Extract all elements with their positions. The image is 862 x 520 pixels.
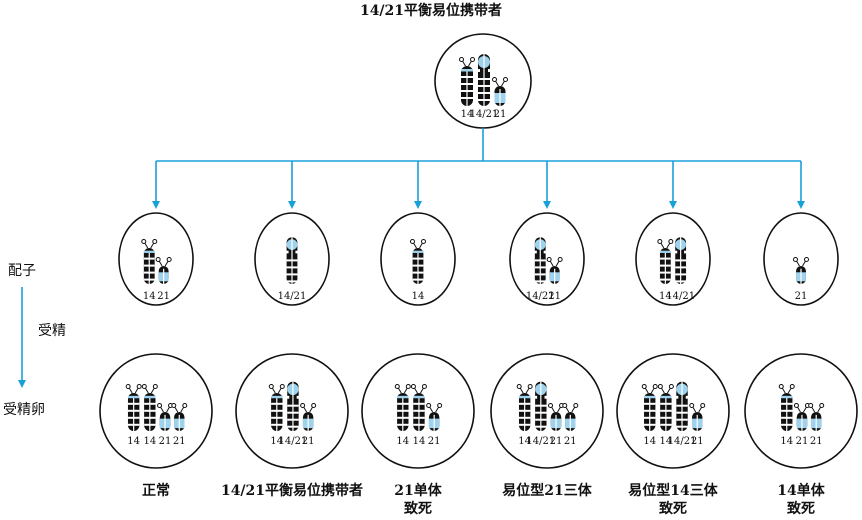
chromosome-label: 14/21 [278, 291, 307, 302]
chromosome-label: 14 [270, 436, 283, 447]
chromosome-label: 21 [691, 436, 704, 447]
chromosome-label: 14 [643, 436, 656, 447]
fertilization-label: 受精 [38, 323, 66, 339]
chromosome-14-21 [533, 237, 547, 284]
chromosome-14 [657, 239, 674, 284]
chromosome-label: 14/21 [526, 291, 555, 302]
chromosome-14 [268, 384, 285, 431]
chromosome-label: 14 [143, 436, 156, 447]
chromosome-14-21 [674, 237, 688, 284]
gamete-label: 配子 [8, 263, 36, 279]
chromosome-label: 21 [159, 436, 172, 447]
chromosome-label: 14/21 [470, 109, 499, 120]
zygote-caption: 易位型21三体 [502, 482, 592, 499]
chromosome-label: 21 [494, 109, 507, 120]
chromosome-14 [125, 384, 142, 431]
zygote-caption: 正常 [142, 482, 170, 499]
chromosome-label: 21 [810, 436, 823, 447]
chromosome-21 [171, 403, 188, 431]
chromosome-21 [562, 403, 579, 431]
zygote-caption: 21单体 [394, 482, 442, 499]
chromosome-label: 14/21 [668, 436, 697, 447]
chromosome-14 [641, 384, 658, 431]
diagram-title: 14/21平衡易位携带者 [360, 2, 502, 19]
zygote-caption: 14单体 [777, 482, 825, 499]
chromosome-label: 21 [550, 436, 563, 447]
chromosome-label: 14 [143, 291, 156, 302]
chromosome-21 [689, 403, 706, 431]
chromosome-label: 14 [413, 436, 426, 447]
chromosome-21 [793, 403, 810, 431]
chromosome-21 [546, 257, 563, 284]
chromosome-14 [410, 239, 426, 284]
gamete-cell: 14 [380, 212, 456, 306]
chromosome-14-21 [675, 381, 689, 431]
chromosome-label: 21 [302, 436, 315, 447]
zygote-caption: 致死 [659, 500, 687, 517]
chromosome-21 [492, 77, 508, 106]
chromosome-label: 21 [548, 291, 561, 302]
zygote-caption: 14/21平衡易位携带者 [221, 482, 363, 499]
zygote-caption: 易位型14三体 [628, 482, 718, 499]
chromosome-14-21 [477, 54, 491, 106]
chromosome-label: 14 [396, 436, 409, 447]
chromosome-14-21 [285, 237, 299, 284]
gamete-cell: 14/21 [254, 212, 330, 306]
chromosome-21 [155, 257, 172, 284]
chromosome-21 [808, 403, 825, 431]
chromosome-label: 14/21 [666, 291, 695, 302]
zygote-label: 受精卵 [3, 402, 45, 418]
inheritance-arrows [152, 128, 805, 209]
chromosome-label: 14 [659, 291, 672, 302]
chromosome-21 [548, 403, 565, 431]
chromosome-14 [778, 384, 795, 431]
chromosome-21 [793, 257, 809, 284]
chromosome-label: 21 [157, 291, 170, 302]
chromosome-label: 14/21 [279, 436, 308, 447]
chromosome-14 [657, 384, 674, 431]
chromosome-label: 21 [173, 436, 186, 447]
chromosome-14-21 [286, 381, 300, 431]
chromosome-14 [516, 384, 533, 431]
chromosome-label: 14/21 [526, 436, 555, 447]
chromosome-label: 14 [412, 291, 425, 302]
zygote-caption: 致死 [404, 500, 432, 517]
chromosome-14 [394, 384, 411, 431]
chromosome-label: 14 [127, 436, 140, 447]
chromosome-label: 14 [780, 436, 793, 447]
chromosome-14 [459, 57, 475, 106]
chromosome-21 [157, 403, 174, 431]
zygote-caption: 致死 [787, 500, 815, 517]
chromosome-label: 21 [795, 291, 808, 302]
chromosome-14 [141, 239, 158, 284]
chromosome-14-21 [534, 381, 548, 431]
gamete-cell: 21 [763, 212, 839, 306]
chromosome-label: 14 [518, 436, 531, 447]
chromosome-14 [141, 384, 158, 431]
chromosome-14 [410, 384, 427, 431]
chromosome-label: 14 [660, 436, 673, 447]
chromosome-label: 21 [796, 436, 809, 447]
process-labels: 配子 受精 受精卵 [3, 263, 66, 418]
chromosome-21 [426, 403, 443, 431]
chromosome-label: 14 [461, 109, 474, 120]
chromosome-21 [300, 403, 317, 431]
chromosome-label: 21 [564, 436, 577, 447]
chromosome-label: 21 [428, 436, 441, 447]
